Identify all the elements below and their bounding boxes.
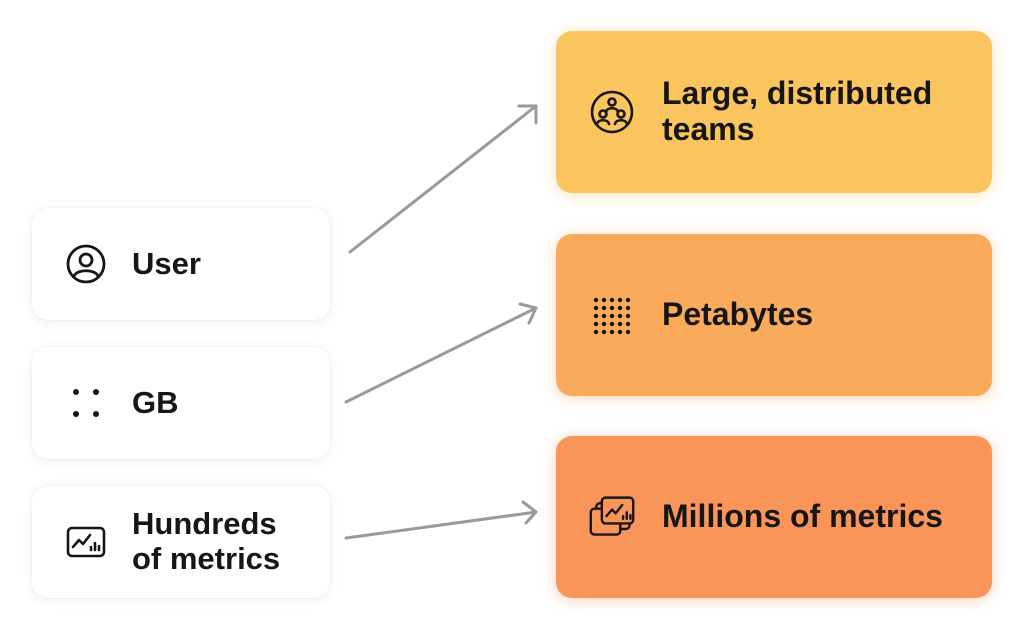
millions-of-metrics-label: Millions of metrics — [662, 498, 943, 535]
large-distributed-teams-label: Large, distributed teams — [662, 75, 933, 148]
petabytes-label: Petabytes — [662, 296, 814, 333]
card-large-distributed-teams: Large, distributed teams — [556, 31, 992, 193]
chart-icon — [62, 518, 110, 566]
dot-grid-icon — [588, 291, 636, 339]
card-hundreds-of-metrics: Hundreds of metrics — [32, 486, 330, 598]
stacked-charts-icon — [588, 493, 636, 541]
card-petabytes: Petabytes — [556, 234, 992, 396]
arrow-user-to-teams — [348, 104, 538, 254]
hundreds-of-metrics-line1: Hundreds — [132, 506, 277, 542]
arrow-metrics-to-millions — [344, 500, 538, 540]
user-icon — [62, 240, 110, 288]
gb-label: GB — [132, 384, 179, 420]
team-icon — [588, 88, 636, 136]
hundreds-of-metrics-label: Hundreds of metrics — [132, 507, 280, 576]
card-millions-of-metrics: Millions of metrics — [556, 436, 992, 598]
card-user: User — [32, 208, 330, 320]
card-gb: GB — [32, 347, 330, 459]
user-label: User — [132, 245, 201, 281]
hundreds-of-metrics-line2: of metrics — [132, 541, 281, 576]
large-distributed-teams-line2: teams — [662, 111, 755, 147]
dots-icon — [62, 379, 110, 427]
arrow-gb-to-petabytes — [344, 302, 538, 404]
large-distributed-teams-line1: Large, distributed — [662, 75, 933, 112]
